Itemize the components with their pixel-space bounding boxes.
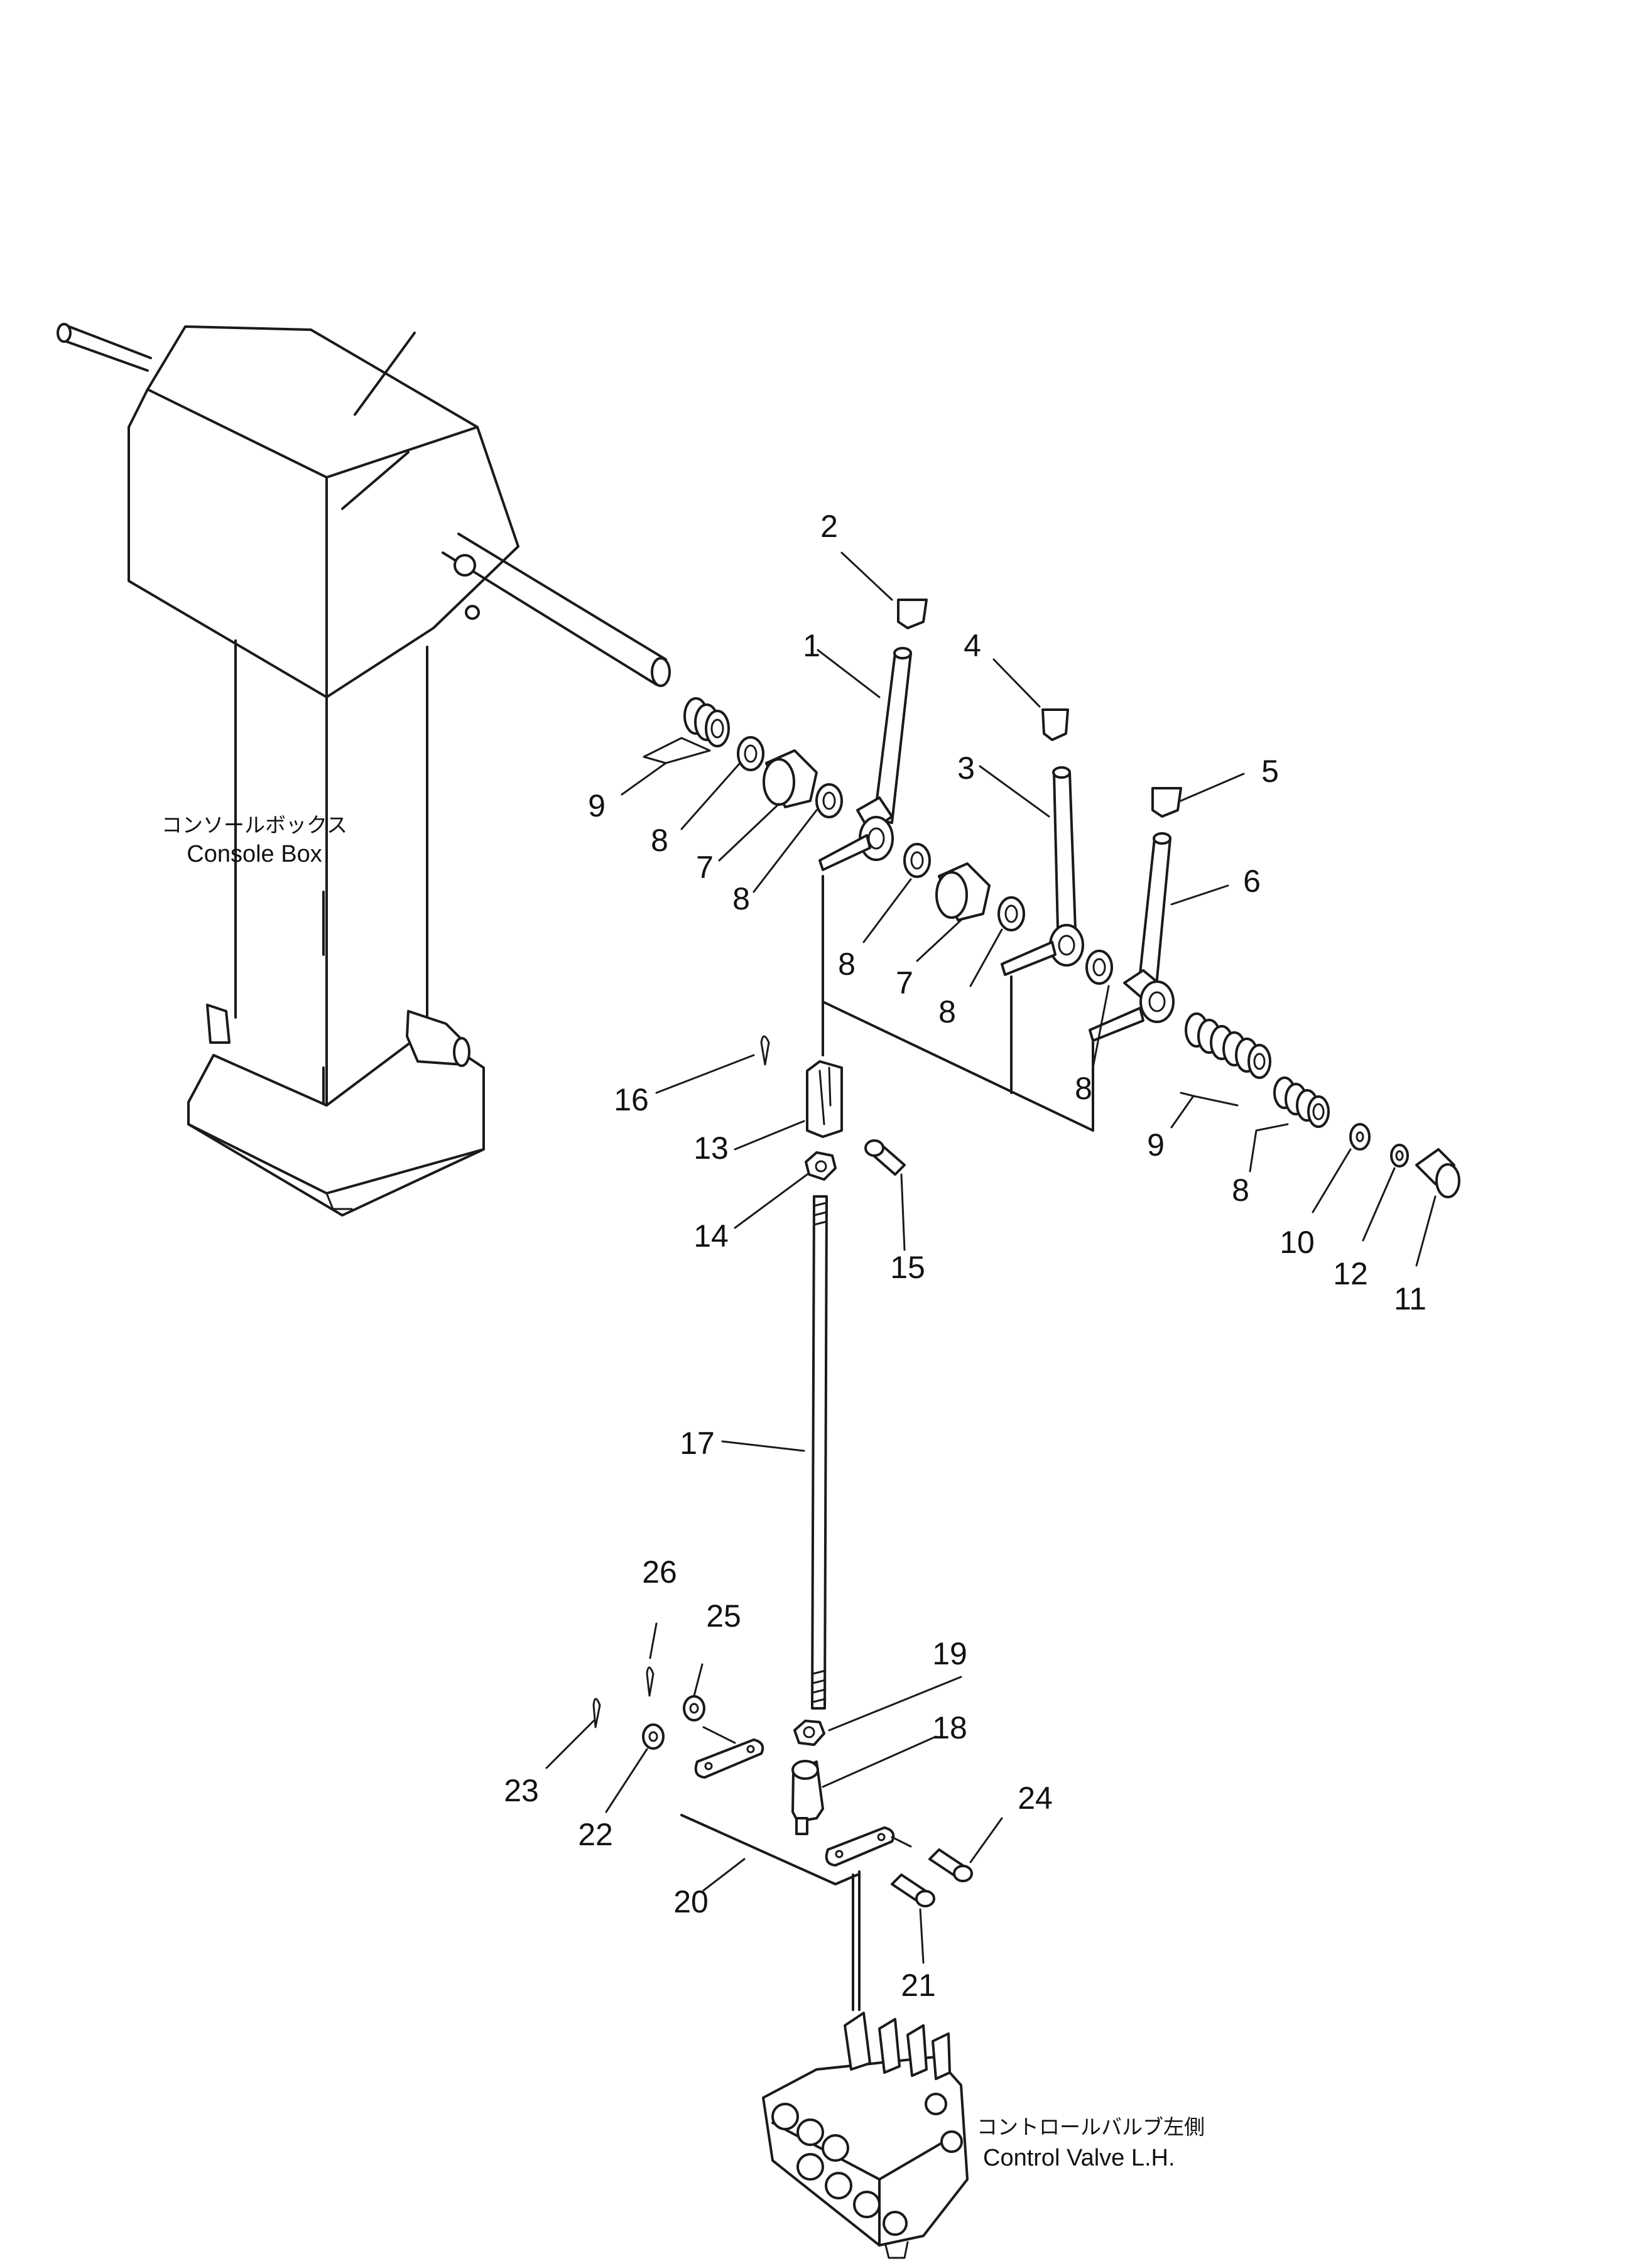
spring-washers-right (1185, 1012, 1271, 1079)
leader-lines (545, 551, 1437, 1964)
callout-8: 8 (838, 946, 856, 982)
callout-3: 3 (957, 751, 975, 786)
callout-24: 24 (1018, 1781, 1053, 1816)
callout-10: 10 (1280, 1225, 1315, 1260)
callout-21: 21 (901, 1968, 936, 2003)
callout-16: 16 (614, 1082, 649, 1117)
callout-8: 8 (1232, 1173, 1249, 1208)
lever-assembly (643, 599, 1460, 1198)
callout-8: 8 (1075, 1071, 1092, 1106)
console-box-label-ja: コンソールボックス (161, 813, 347, 837)
callout-7: 7 (896, 965, 913, 1000)
callout-2: 2 (820, 509, 838, 544)
callout-9: 9 (588, 788, 606, 823)
rod-assembly (760, 1035, 906, 1710)
callout-1: 1 (803, 628, 820, 663)
callout-20: 20 (673, 1884, 709, 1919)
console-box-label-en: Console Box (187, 841, 322, 867)
callout-12: 12 (1333, 1256, 1368, 1291)
callout-13: 13 (693, 1130, 729, 1166)
control-valve-label-ja: コントロールバルブ左側 (977, 2115, 1205, 2139)
callout-11: 11 (1394, 1281, 1426, 1316)
callout-18: 18 (932, 1710, 967, 1745)
control-valve-label-en: Control Valve L.H. (983, 2145, 1175, 2171)
control-valve (762, 2012, 969, 2259)
console-box (57, 323, 671, 1217)
callout-8: 8 (732, 881, 750, 916)
callout-6: 5 (1261, 754, 1279, 789)
callout-4: 4 (964, 628, 981, 663)
lower-linkage (592, 1666, 973, 2011)
callout-23: 23 (504, 1773, 539, 1808)
callout-8: 8 (651, 823, 668, 858)
callout-9: 9 (1147, 1127, 1165, 1163)
callout-5: 6 (1243, 864, 1261, 899)
callout-7: 7 (696, 850, 714, 885)
callout-15: 15 (890, 1250, 925, 1285)
callout-25: 25 (706, 1598, 741, 1634)
callout-17: 17 (680, 1426, 715, 1461)
callout-26: 26 (642, 1554, 677, 1590)
callout-8: 8 (938, 994, 956, 1029)
spring-washers-8-right (1273, 1076, 1330, 1128)
callout-22: 22 (578, 1817, 613, 1852)
callout-19: 19 (932, 1636, 967, 1671)
callout-numbers: 2 1 4 3 5 6 9 8 7 8 8 7 8 8 9 8 10 12 11… (504, 509, 1426, 2003)
spring-washers-upper (683, 697, 730, 747)
callout-14: 14 (693, 1218, 729, 1254)
